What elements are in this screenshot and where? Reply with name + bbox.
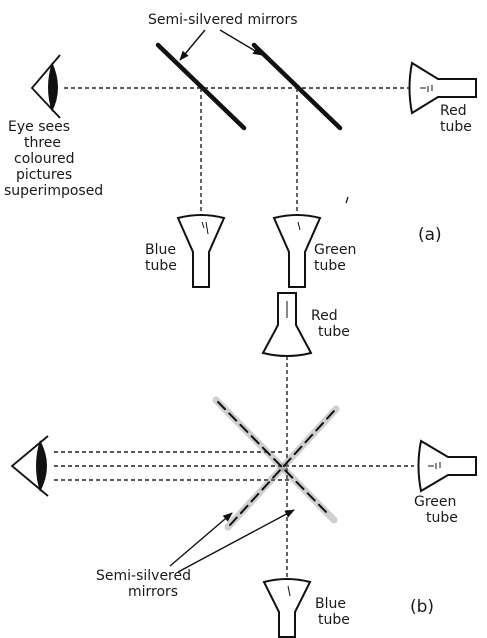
panel-a: Semi-silvered mirrors Red tube Blue tube [4, 12, 477, 288]
eye-label-line-1: Eye sees [8, 119, 70, 135]
mirror-b-1 [217, 401, 331, 517]
blue-tube-b [262, 578, 312, 638]
mirrors-label-b-1: Semi-silvered [96, 568, 191, 584]
stray-mark [345, 196, 349, 204]
eye-label-line-2: three [24, 135, 61, 151]
mirror-green-a [251, 42, 343, 131]
eye-icon [10, 435, 49, 497]
blue-tube-label-b-2: tube [318, 612, 350, 628]
mirror-pointer-arrow-b-1 [169, 512, 233, 567]
mirror-pointer-arrow-2 [219, 29, 263, 56]
mirror-pointer-arrow-1 [179, 29, 206, 61]
blue-tube-label-b-1: Blue [315, 596, 346, 612]
green-tube-label-a-1: Green [314, 242, 356, 258]
red-tube-a [408, 61, 477, 115]
green-tube-label-a-2: tube [314, 258, 346, 274]
panel-b: Red tube Green tube Semi-silvered mirror… [10, 292, 477, 638]
green-tube-label-b-2: tube [426, 510, 458, 526]
eye-label-line-4: pictures [16, 167, 72, 183]
mirror-pointer-arrow-b-2 [177, 509, 295, 573]
red-tube-b [261, 292, 313, 357]
green-tube-label-b-1: Green [414, 494, 456, 510]
blue-tube-a [176, 214, 226, 288]
blue-tube-label-a-2: tube [145, 258, 177, 274]
red-tube-label-a-2: tube [440, 119, 472, 135]
eye-label-line-3: coloured [14, 151, 75, 167]
green-tube-a [272, 214, 322, 288]
panel-tag-a: (a) [418, 225, 442, 245]
blue-tube-label-a-1: Blue [145, 242, 176, 258]
mirrors-label-b-2: mirrors [128, 584, 178, 600]
green-tube-b [417, 439, 477, 493]
mirror-b-2 [229, 410, 335, 526]
red-tube-label-b-2: tube [318, 324, 350, 340]
red-tube-label-b-1: Red [311, 308, 338, 324]
eye-label-line-5: superimposed [4, 183, 103, 199]
mirrors-label-a: Semi-silvered mirrors [148, 12, 298, 28]
eye-icon [30, 54, 61, 119]
mirror-blue-a [155, 42, 247, 131]
red-tube-label-a-1: Red [440, 103, 467, 119]
panel-tag-b: (b) [410, 597, 434, 617]
